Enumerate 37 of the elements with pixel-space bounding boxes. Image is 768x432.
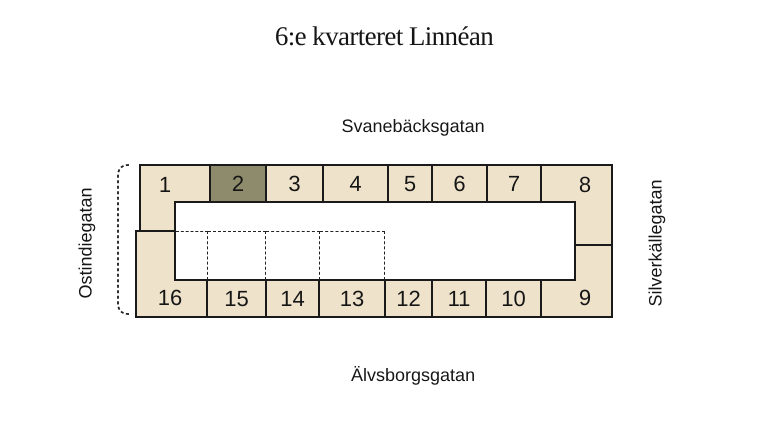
property-lot <box>385 280 432 317</box>
lot-number: 8 <box>578 173 592 197</box>
property-lot <box>432 165 487 202</box>
property-lot <box>266 280 319 317</box>
street-name: Älvsborgsgatan <box>351 365 476 385</box>
lot-number: 2 <box>232 172 244 196</box>
lot-number: 11 <box>448 286 470 310</box>
property-lot <box>541 245 612 317</box>
lot-number: 4 <box>349 172 362 196</box>
property-lot <box>541 165 612 245</box>
lot-number: 6 <box>453 172 466 196</box>
property-lot <box>319 280 385 317</box>
lot-number: 12 <box>396 286 421 310</box>
property-lot <box>323 165 388 202</box>
property-lot <box>136 231 207 317</box>
street-name: Ostindiegatan <box>75 187 96 299</box>
property-lot <box>266 165 323 202</box>
lot-number: 5 <box>404 172 416 196</box>
property-lot <box>432 280 486 317</box>
lot-number: 7 <box>508 172 520 196</box>
street-name: Svanebäcksgatan <box>342 116 485 136</box>
lot-number: 14 <box>280 286 305 310</box>
property-lot <box>486 280 541 317</box>
title: 6:e kvarteret Linnéan <box>274 20 494 52</box>
lot-number: 9 <box>578 286 592 310</box>
highlighted-property-lot <box>210 165 266 202</box>
property-lot <box>207 280 266 317</box>
property-lot <box>487 165 541 202</box>
street-name: Silverkällegatan <box>645 179 666 307</box>
lot-number: 16 <box>158 286 182 310</box>
lot-number: 1 <box>158 173 172 197</box>
lot-number: 15 <box>224 286 249 310</box>
lot-number: 10 <box>501 286 526 310</box>
lot-number: 3 <box>288 172 301 196</box>
property-lot <box>140 165 210 231</box>
property-lot <box>388 165 432 202</box>
lot-number: 13 <box>340 286 364 310</box>
